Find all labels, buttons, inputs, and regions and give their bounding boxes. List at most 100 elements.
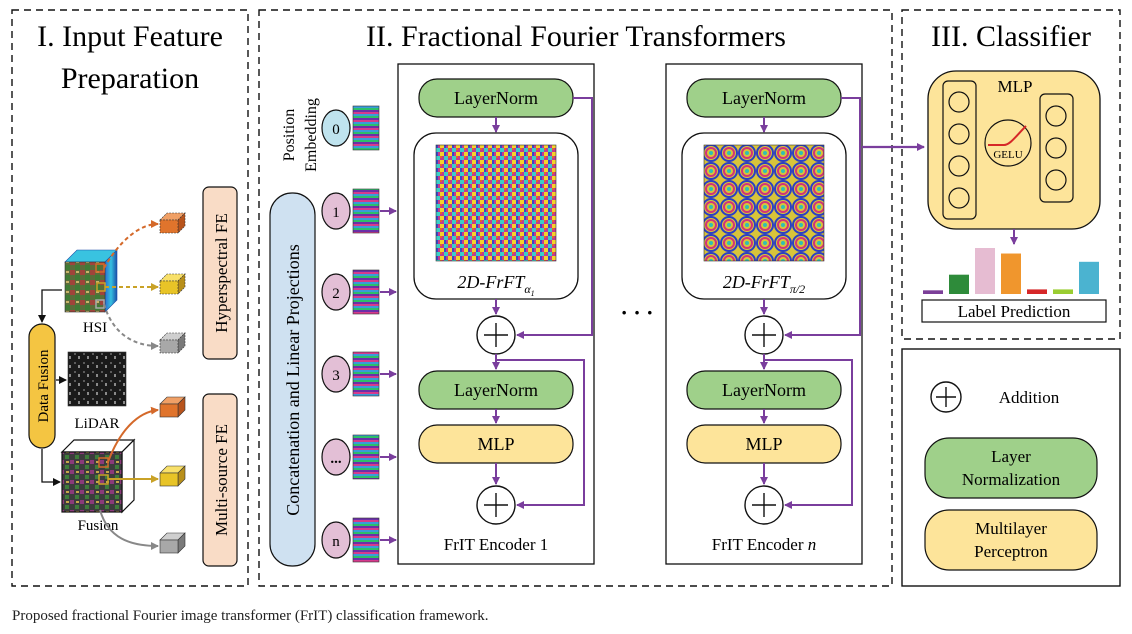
- data-fusion-label: Data Fusion: [36, 349, 52, 422]
- token-embedding-strip: [352, 351, 380, 397]
- hyperspectral-fe-block: [202, 186, 238, 360]
- label-prediction-text: Label Prediction: [958, 302, 1071, 321]
- token-label: 1: [332, 205, 340, 221]
- position-label-line2: Embedding: [303, 98, 320, 172]
- section-input-frame: [11, 9, 249, 587]
- prediction-bar: [949, 274, 969, 294]
- classifier-title: III. Classifier: [931, 20, 1091, 53]
- residual-2-arrow: [764, 359, 853, 509]
- prediction-bar: [923, 290, 943, 294]
- legend-mlp-line2: Perceptron: [974, 542, 1048, 561]
- legend-layer-norm-line1: Layer: [991, 447, 1031, 466]
- prediction-bar: [1053, 289, 1073, 294]
- layernorm-1-label: LayerNorm: [454, 88, 538, 108]
- legend-layer-norm-line2: Normalization: [962, 470, 1061, 489]
- layernorm-2-label: LayerNorm: [722, 380, 806, 400]
- token-0: [321, 109, 351, 147]
- token-label: n: [332, 534, 340, 550]
- hyperspectral-fe-label: Hyperspectral FE: [212, 213, 231, 332]
- fusion-cube: [60, 438, 136, 514]
- hsi-arrow-gray: [103, 303, 159, 350]
- legend-mlp-line1: Multilayer: [975, 519, 1047, 538]
- encoder-footer-label: FrIT Encoder 1: [444, 535, 549, 554]
- classifier-mlp-label: MLP: [998, 77, 1033, 96]
- hsi-label: HSI: [83, 320, 107, 336]
- token-label: ...: [330, 451, 342, 467]
- encoder-mlp-label: MLP: [477, 434, 514, 454]
- frft-sub: π/2: [790, 282, 805, 296]
- fusion-label: Fusion: [78, 518, 119, 534]
- prediction-bar: [1079, 261, 1099, 294]
- lidar-image: [67, 351, 127, 407]
- encoder-ellipsis: · · ·: [620, 300, 653, 325]
- frft-label: 2D-FrFTα1: [457, 272, 534, 298]
- mlp-output-neurons: [1045, 105, 1067, 191]
- token-2: [321, 273, 351, 311]
- encoder-footer-label: FrIT Encoder n: [712, 535, 817, 554]
- prediction-bars: [923, 248, 1099, 294]
- gelu-label: GELU: [993, 149, 1022, 161]
- frft-label: 2D-FrFTπ/2: [723, 272, 805, 296]
- position-label-line1: Position: [281, 109, 298, 161]
- prediction-bar: [975, 248, 995, 294]
- encoder-footer-main: FrIT Encoder: [712, 535, 808, 554]
- section-transformers-frame: [258, 9, 893, 587]
- token-embedding-strip: [352, 434, 380, 480]
- concat-projection-label: Concatenation and Linear Projections: [283, 244, 303, 515]
- fusion-to-cube-arrow: [41, 449, 61, 486]
- legend-frame: [901, 348, 1121, 587]
- legend-mlp-block: [924, 509, 1098, 571]
- token-label: 0: [332, 122, 340, 138]
- frft-main: 2D-FrFT: [457, 272, 526, 292]
- hsi-feature-cubes: [159, 212, 186, 354]
- legend-layer-norm-block: [924, 437, 1098, 499]
- transformers-title: II. Fractional Fourier Transformers: [366, 20, 786, 53]
- fusion-arrow-orange: [107, 406, 159, 463]
- frft-spectrum-image: [435, 144, 557, 262]
- lidar-label: LiDAR: [75, 416, 120, 432]
- mlp-output-layer: [1039, 93, 1074, 203]
- data-fusion-block: [28, 323, 56, 449]
- multisource-fe-label: Multi-source FE: [212, 424, 231, 536]
- fusion-feature-cubes: [159, 396, 186, 554]
- token-column: 0 1 2 3... n: [321, 105, 397, 563]
- framework-diagram: I. Input Feature Preparation II. Fractio…: [11, 9, 1121, 587]
- mlp-input-neurons: [948, 91, 970, 209]
- token-embedding-strip: [352, 269, 380, 315]
- encoder-footer-main: FrIT Encoder 1: [444, 535, 549, 554]
- concat-projection-block: [269, 192, 316, 567]
- layernorm-2-label: LayerNorm: [454, 380, 538, 400]
- token-label: 2: [332, 286, 340, 302]
- token-embedding-strip: [352, 105, 380, 151]
- encoder-footer-italic: n: [808, 535, 817, 554]
- mlp-input-layer: [942, 80, 977, 220]
- frft-subsub: 1: [531, 289, 535, 298]
- prediction-bar: [1027, 289, 1047, 294]
- hsi-to-fusion-arrow: [38, 289, 62, 323]
- layernorm-1-label: LayerNorm: [722, 88, 806, 108]
- label-prediction-box: [921, 299, 1107, 323]
- token-5: [321, 521, 351, 559]
- token-embedding-strip: [352, 188, 380, 234]
- token-4: [321, 438, 351, 476]
- hsi-arrow-orange: [103, 220, 159, 269]
- frft-main: 2D-FrFT: [723, 272, 792, 292]
- token-label: 3: [332, 368, 340, 384]
- section-classifier-frame: [901, 9, 1121, 340]
- gelu-curve: [988, 125, 1027, 146]
- token-embedding-strip: [352, 517, 380, 563]
- residual-2-arrow: [496, 359, 585, 509]
- encoder-mlp-label: MLP: [745, 434, 782, 454]
- input-title-line1: I. Input Feature: [37, 20, 223, 53]
- multisource-fe-block: [202, 393, 238, 567]
- residual-1-arrow: [784, 97, 861, 339]
- residual-1-arrow: [516, 97, 593, 339]
- fusion-arrow-gray: [99, 509, 159, 550]
- frft-spectrum-image: [703, 144, 825, 262]
- frft-sub: α: [524, 282, 531, 296]
- token-1: [321, 192, 351, 230]
- input-title-line2: Preparation: [61, 62, 199, 95]
